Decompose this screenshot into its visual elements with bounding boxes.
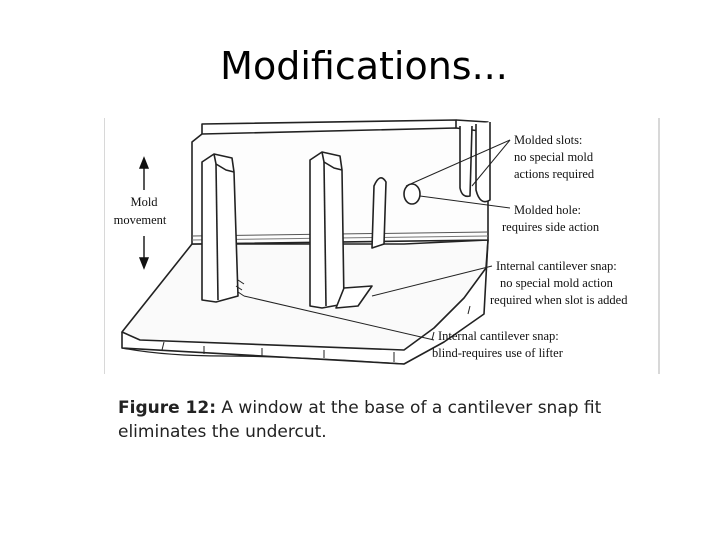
mold-label-1: Mold (130, 195, 158, 209)
cantilever-snap-left (201, 153, 239, 303)
callout-snap-1-3: required when slot is added (490, 293, 628, 307)
caption-text: A window at the base of a cantilever sna… (118, 398, 602, 442)
callout-snap-1-2: no special mold action (500, 276, 614, 290)
callout-slots-1: Molded slots: (514, 133, 582, 147)
mold-label-2: movement (114, 213, 167, 227)
callout-slots-3: actions required (514, 167, 595, 181)
molded-hole (403, 183, 421, 205)
callout-snap-2-2: blind-requires use of lifter (432, 346, 564, 360)
molded-slot-1 (459, 125, 473, 198)
slide-title: Modifications... (220, 44, 508, 88)
cantilever-snap-right (309, 151, 345, 309)
caption-lead: Figure 12: (118, 398, 216, 418)
molded-slot-2 (475, 122, 491, 203)
part-drawing (121, 119, 491, 365)
callout-snap-1-1: Internal cantilever snap: (496, 259, 617, 273)
window-slot (371, 177, 387, 249)
callout-hole-1: Molded hole: (514, 203, 581, 217)
snap-fit-diagram: Mold movement Molded slots: no special m… (104, 118, 660, 374)
base-plate (121, 239, 489, 351)
base-window (335, 285, 373, 309)
callout-snap-2-1: Internal cantilever snap: (438, 329, 559, 343)
callout-hole-2: requires side action (502, 220, 600, 234)
mold-movement-arrow (138, 156, 150, 270)
leader-lines (243, 139, 511, 341)
callout-slots-2: no special mold (514, 150, 594, 164)
figure-caption: Figure 12: A window at the base of a can… (118, 396, 678, 444)
base-edge (121, 239, 489, 365)
